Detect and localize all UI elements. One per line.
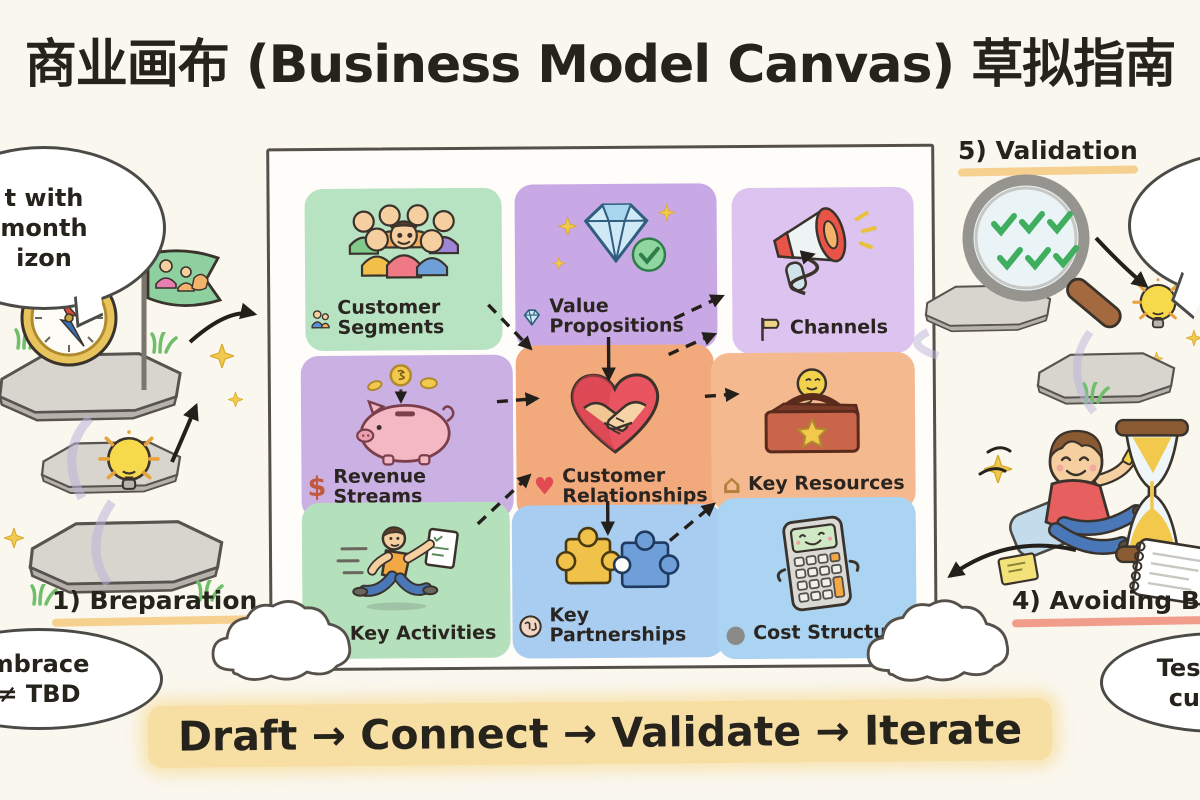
block-customer-relationships: ♥ Customer Relationships: [515, 344, 715, 520]
step-text: 1) Breparation: [52, 586, 258, 615]
cloud: [211, 600, 352, 681]
sparkle-icon: [228, 392, 243, 407]
bubble-line: izon: [16, 244, 72, 272]
magnifying-glass-icon: [962, 174, 1122, 329]
step-label-preparation: 1) Breparation: [51, 586, 258, 627]
block-label: Customer Segments: [337, 296, 445, 339]
pennant-flag-icon: [761, 317, 780, 341]
rock-blob-icon: ●: [725, 619, 747, 648]
calculator-icon: [761, 505, 872, 622]
goal-flag-icon: [138, 242, 223, 390]
block-key-partnerships: Key Partnerships: [511, 504, 725, 659]
block-label: Key Partnerships: [549, 604, 687, 647]
block-key-activities: Key Activities: [301, 501, 511, 660]
block-label: Channels: [789, 316, 889, 339]
spiral-notebook-icon: [1129, 538, 1200, 606]
piggy-bank-icon: [337, 363, 478, 468]
block-label: Value Propositions: [549, 295, 684, 338]
block-cost-structure: ● Cost Structure: [716, 496, 917, 660]
page-title: 商业画布 (Business Model Canvas) 草拟指南: [24, 35, 1177, 95]
bubble-line: Test with: [1156, 653, 1200, 682]
partnership-badge-icon: [519, 615, 542, 638]
megaphone-icon: [753, 195, 894, 316]
bubble-line: mbrace: [0, 650, 90, 678]
dollar-icon: $: [307, 471, 327, 503]
bubble-line: month: [0, 214, 88, 242]
block-revenue-streams: $ Revenue Streams: [300, 354, 514, 521]
small-diamond-icon: [523, 309, 541, 327]
cloud: [866, 599, 1010, 682]
block-key-resources: ⌂ Key Resources: [710, 351, 916, 512]
process-flow-caption: Draft → Connect → Validate → Iterate: [147, 698, 1053, 768]
block-channels: Channels: [731, 186, 915, 355]
running-person-icon: [336, 510, 477, 623]
step-text: 4) Avoiding Burnout: [1012, 586, 1200, 615]
people-crowd-icon: [343, 196, 464, 299]
block-value-propositions: Value Propositions: [514, 183, 718, 350]
speech-bubble-bottom-right: Test with custom: [1100, 632, 1200, 733]
puzzle-pieces-icon: [548, 512, 689, 606]
lightbulb-icon: [98, 430, 160, 491]
two-people-icon: [311, 310, 330, 329]
sparkle-icon: [1186, 330, 1200, 346]
block-label: Customer Relationships: [562, 464, 708, 508]
diamond-check-icon: [540, 191, 691, 297]
step-text: 5) Validation: [958, 136, 1138, 165]
heart-handshake-icon: [556, 352, 675, 467]
toolbox-bulb-icon: [748, 360, 879, 472]
block-label: Key Resources: [748, 472, 905, 496]
step-label-avoiding-burnout: 4) Avoiding Burnout: [1011, 586, 1200, 628]
highlight-underline: [1011, 614, 1200, 628]
heart-icon: ♥: [533, 472, 556, 501]
bubble-line: ≠ TBD: [0, 680, 81, 708]
sparkle-icon: [4, 528, 24, 548]
business-model-canvas-sheet: Customer Segments Value Propositions: [266, 143, 938, 672]
sparkle-icon: [210, 344, 234, 368]
grass-tuft: [1082, 382, 1110, 404]
step-label-validation: 5) Validation: [957, 136, 1138, 177]
bubble-line: t with: [4, 184, 84, 212]
block-label: Key Activities: [349, 621, 497, 645]
speech-bubble-bottom-left: mbrace ≠ TBD: [0, 628, 163, 730]
bubble-line: custom: [1168, 683, 1200, 712]
block-customer-segments: Customer Segments: [304, 187, 503, 352]
house-icon: ⌂: [722, 469, 742, 500]
